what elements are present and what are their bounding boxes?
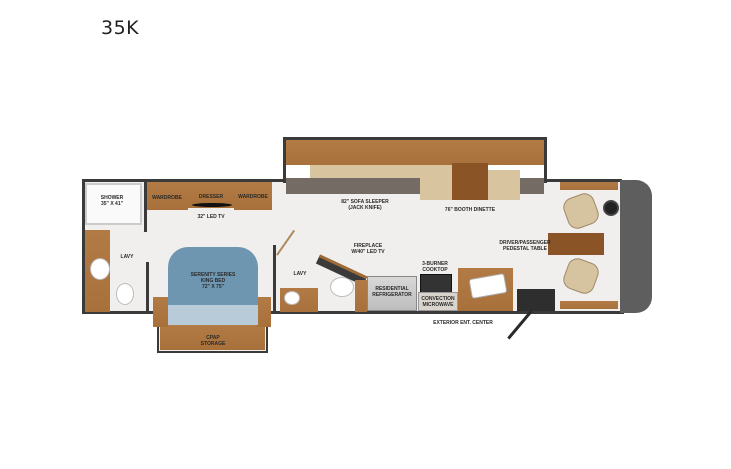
- cab-console-top: [560, 182, 618, 190]
- fireplace-label: FIREPLACE W/40" LED TV: [351, 243, 385, 255]
- toilet-mid: [330, 277, 354, 297]
- dresser-label: DRESSER: [198, 194, 224, 200]
- shower-label: SHOWER 35" X 41": [100, 195, 124, 207]
- cab-nose: [620, 180, 652, 313]
- wardrobe-right-label: WARDROBE: [238, 194, 268, 200]
- cab-console-bottom: [560, 301, 618, 309]
- dinette-bench-left: [420, 165, 452, 200]
- king-bed: [168, 247, 258, 315]
- cooktop-label: 3-BURNER COOKTOP: [422, 261, 448, 273]
- pedestal-table: [548, 233, 604, 255]
- bed-label: SERENITY SERIES KING BED 72" X 75": [190, 272, 236, 290]
- entry-door[interactable]: [507, 310, 533, 340]
- toilet-left: [116, 283, 134, 305]
- bed-sheet: [168, 305, 258, 325]
- microwave: [418, 292, 458, 311]
- cooktop: [420, 274, 452, 294]
- wall-top-right: [546, 179, 622, 182]
- bath-partition-2: [146, 262, 149, 312]
- tv-32-shape: [192, 203, 232, 207]
- cpap-label: CPAP STORAGE: [200, 335, 226, 347]
- nightstand-left: [153, 297, 168, 327]
- cpap-storage: [160, 325, 265, 350]
- fireplace-side: [355, 280, 367, 312]
- wall-left: [82, 179, 85, 314]
- tv-32-label: 32" LED TV: [197, 214, 225, 220]
- slideout-top-wall: [283, 137, 547, 140]
- shower: [85, 183, 142, 225]
- dinette-base: [520, 178, 544, 194]
- nightstand-right: [256, 297, 271, 327]
- sofa-base: [286, 178, 420, 194]
- ent-center-label: EXTERIOR ENT. CENTER: [433, 320, 493, 326]
- sofa-label: 82" SOFA SLEEPER (JACK KNIFE): [341, 199, 389, 211]
- wardrobe-left: [146, 182, 188, 210]
- mid-bath-wall: [273, 245, 276, 312]
- refrigerator-label: RESIDENTIAL REFRIGERATOR: [372, 286, 412, 298]
- sofa-cushion: [310, 165, 420, 179]
- dinette-bench-right: [488, 170, 520, 200]
- bath-partition: [144, 182, 147, 232]
- wall-bottom: [82, 311, 624, 314]
- dinette-label: 76" BOOTH DINETTE: [444, 207, 496, 213]
- wardrobe-right: [234, 182, 272, 210]
- microwave-label: CONVECTION MICROWAVE: [421, 296, 455, 308]
- ent-center: [517, 289, 555, 311]
- sofa-back: [286, 140, 544, 165]
- sink-left: [90, 258, 110, 280]
- wardrobe-left-label: WARDROBE: [152, 195, 182, 201]
- lavy-left-label: LAVY: [120, 254, 134, 260]
- steering-wheel-icon: [603, 200, 619, 216]
- refrigerator: [367, 276, 417, 311]
- sink-mid: [284, 291, 300, 305]
- wall-top-left: [82, 179, 284, 182]
- lavy-mid-label: LAVY: [293, 271, 307, 277]
- model-title: 35K: [101, 17, 140, 39]
- slideout-right-wall: [544, 137, 547, 183]
- pedestal-table-label: DRIVER/PASSENGER PEDESTAL TABLE: [499, 240, 551, 252]
- dinette-table: [452, 163, 488, 200]
- slideout-left-wall: [283, 137, 286, 183]
